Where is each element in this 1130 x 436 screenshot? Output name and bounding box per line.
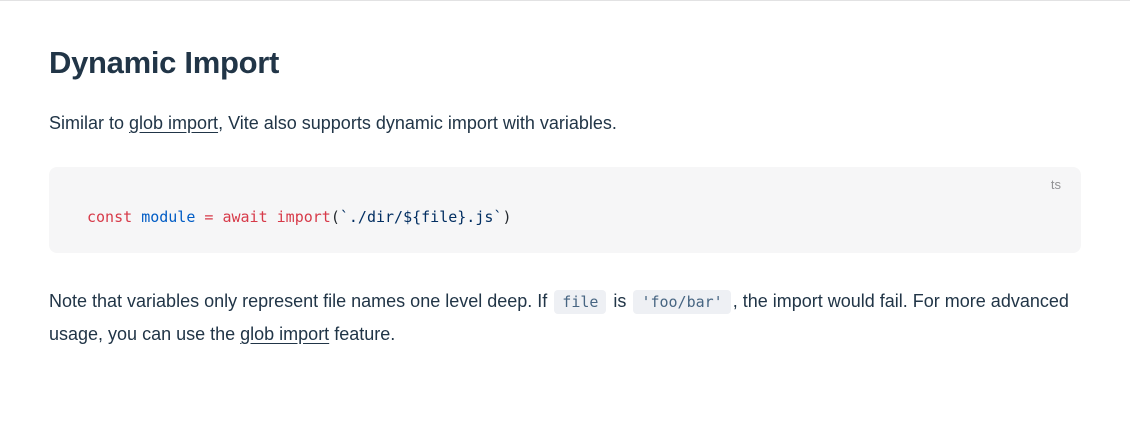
glob-import-link[interactable]: glob import (129, 113, 219, 133)
note-text-3: , the import would fail. For more advanc… (49, 291, 1069, 344)
doc-content: Dynamic Import Similar to glob import, V… (0, 43, 1130, 350)
note-text-4: feature. (329, 324, 396, 344)
intro-text-pre: Similar to (49, 113, 130, 133)
intro-paragraph: Similar to glob import, Vite also suppor… (49, 107, 1081, 139)
note-text-1: Note that variables only represent file … (49, 291, 553, 311)
inline-code-foobar: 'foo/bar' (633, 290, 731, 314)
top-divider (0, 0, 1130, 1)
code-content: const module = await import(`./dir/${fil… (87, 207, 1057, 227)
inline-code-file: file (554, 290, 607, 314)
note-text-2: is (608, 291, 632, 311)
code-block: ts const module = await import(`./dir/${… (49, 167, 1081, 253)
code-language-label: ts (1050, 177, 1061, 192)
glob-import-link-2[interactable]: glob import (240, 324, 330, 344)
page-title: Dynamic Import (49, 45, 280, 80)
intro-text-post: , Vite also supports dynamic import with… (218, 113, 617, 133)
note-paragraph: Note that variables only represent file … (49, 285, 1081, 350)
code-line: const module = await import(`./dir/${fil… (87, 208, 512, 226)
